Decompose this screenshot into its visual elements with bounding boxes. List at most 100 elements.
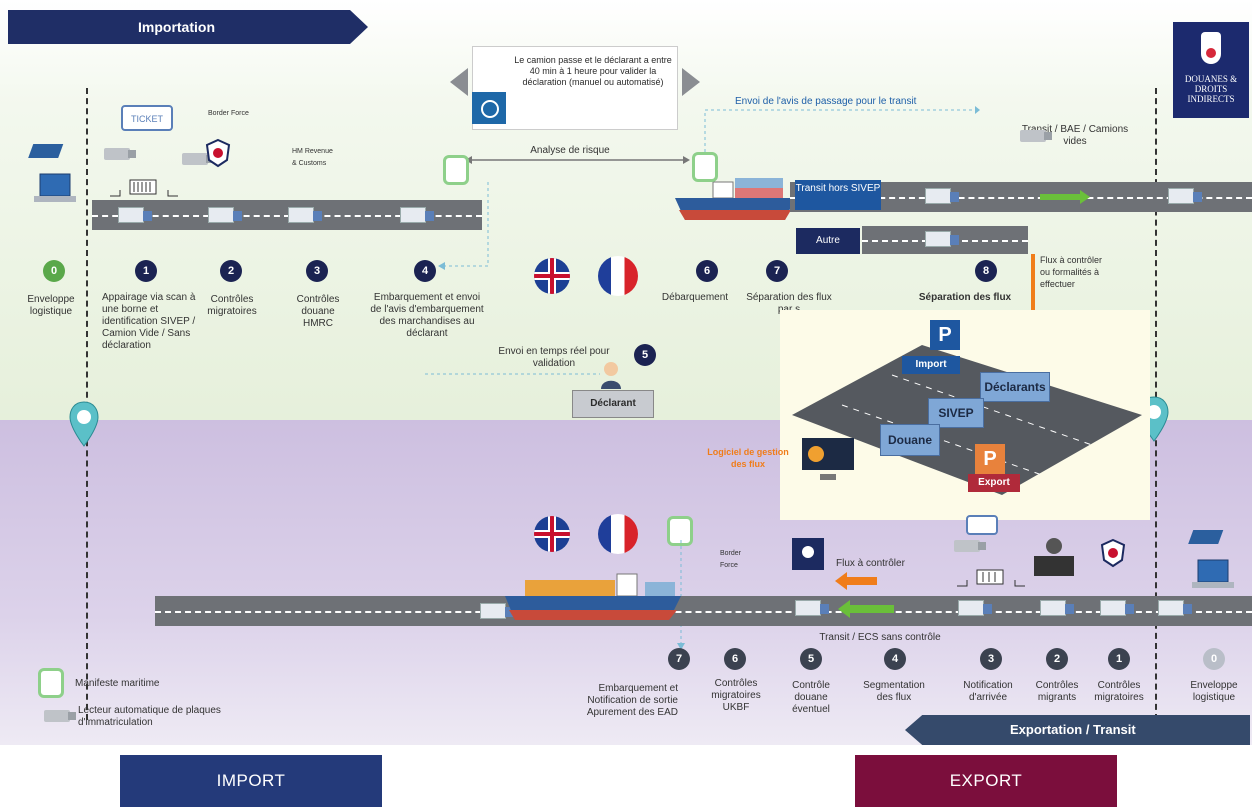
hmrc-label: HM Revenue & Customs <box>292 148 333 167</box>
cargo-ship-bottom-icon <box>505 573 681 620</box>
parking-p-export-icon: P <box>975 444 1005 474</box>
police-badge-icon <box>205 138 231 168</box>
douane-building: Douane <box>880 424 940 456</box>
truck <box>288 207 322 225</box>
cargo-ship-top-icon <box>675 178 795 220</box>
manifeste-maritime-label: Manifeste maritime <box>75 678 160 689</box>
manifest-doc-icon <box>667 516 693 546</box>
export-step-0-label: Enveloppe logistique <box>1190 680 1238 703</box>
export-step-1-label: Contrôles migratoires <box>1094 680 1144 703</box>
logiciel-label: Logiciel de gestion des flux <box>707 447 789 469</box>
republic-emblem-icon <box>1201 32 1221 64</box>
export-step-4-label: Segmentation des flux <box>863 680 925 703</box>
step-7-label: Séparation des flux par s <box>746 292 832 315</box>
hmrc-crest-icon <box>792 538 824 570</box>
truck <box>958 600 992 618</box>
truck <box>1040 600 1074 618</box>
manifest-doc-icon <box>692 152 718 182</box>
step-7-badge: 7 <box>766 260 788 282</box>
uk-flag-icon <box>534 258 570 294</box>
importation-banner: Importation <box>8 10 368 44</box>
truck <box>1158 600 1192 618</box>
step-3-label: Contrôles douane HMRC <box>296 294 340 329</box>
france-flag-icon <box>598 256 638 296</box>
step-0-label: Enveloppe logistique <box>27 294 75 317</box>
step-6-label: Débarquement <box>661 292 729 303</box>
transit-bae-label: Transit / BAE / Camions vides <box>1021 124 1129 147</box>
exportation-transit-banner: Exportation / Transit <box>905 715 1250 745</box>
manifest-dashed-down-icon <box>677 540 685 650</box>
scanner-barcode-icon <box>110 179 178 197</box>
step-4-badge: 4 <box>414 260 436 282</box>
step-6-badge: 6 <box>696 260 718 282</box>
port-pin-left-icon <box>69 401 99 447</box>
validation-dashed-line-icon <box>425 373 600 375</box>
douanes-logo: DOUANES & DROITS INDIRECTS <box>1173 22 1249 118</box>
laptop-icon <box>1188 530 1234 588</box>
truck <box>480 603 514 621</box>
step-4-label: Embarquement et envoi de l'avis d'embarq… <box>370 292 484 339</box>
border-force-label: Border Force <box>208 110 249 117</box>
import-parking-tag: Import <box>902 356 960 374</box>
export-step-7-label: Embarquement et Notification de sortie A… <box>586 683 678 718</box>
border-line-right-top <box>1155 88 1157 418</box>
police-badge-icon <box>1100 538 1126 568</box>
step-1-label: Appairage via scan à une borne et identi… <box>102 292 196 351</box>
export-step-4-badge: 4 <box>884 648 906 670</box>
step-5-label: Envoi en temps réel pour validation <box>498 346 610 369</box>
export-step-3-badge: 3 <box>980 648 1002 670</box>
scanner-barcode-icon <box>957 569 1025 587</box>
border-force-bottom-label: Border Force <box>720 550 742 569</box>
camera-icon <box>954 540 986 552</box>
sivep-building: SIVEP <box>928 398 984 428</box>
camera-icon <box>1020 130 1052 142</box>
green-arrow-right-icon <box>1040 190 1090 204</box>
export-step-0-badge: 0 <box>1203 648 1225 670</box>
truck <box>400 207 434 225</box>
declarants-building: Déclarants <box>980 372 1050 402</box>
export-step-2-label: Contrôles migrants <box>1035 680 1079 703</box>
truck <box>795 600 829 618</box>
uk-flag-icon <box>534 516 570 552</box>
transit-ecs-label: Transit / ECS sans contrôle <box>819 632 941 643</box>
ticket-icon: TICKET <box>121 105 173 131</box>
envoi-avis-dashed-arrow-icon <box>704 106 980 158</box>
declarant-box: Déclarant <box>572 390 654 418</box>
border-line-left-bottom <box>86 420 88 720</box>
border-line-left-top <box>86 88 88 418</box>
clock-icon <box>472 92 506 124</box>
export-step-1-badge: 1 <box>1108 648 1130 670</box>
export-step-3-label: Notification d'arrivée <box>963 680 1013 703</box>
truck <box>1100 600 1134 618</box>
parking-p-import-icon: P <box>930 320 960 350</box>
customs-officer-icon <box>1034 538 1074 576</box>
import-button[interactable]: IMPORT <box>120 755 382 807</box>
border-line-right-bottom <box>1155 420 1157 720</box>
declarant-person-icon <box>601 362 621 389</box>
transit-hors-sivep-tag: Transit hors SIVEP <box>795 180 881 210</box>
double-arrow-gray-icon <box>450 68 700 96</box>
france-flag-icon <box>598 514 638 554</box>
logo-text: DOUANES & DROITS INDIRECTS <box>1184 74 1238 104</box>
step-0-badge: 0 <box>43 260 65 282</box>
export-step-5-badge: 5 <box>800 648 822 670</box>
step-2-badge: 2 <box>220 260 242 282</box>
svg-text:TICKET: TICKET <box>131 114 164 124</box>
step-1-badge: 1 <box>135 260 157 282</box>
export-button[interactable]: EXPORT <box>855 755 1117 807</box>
ticket-icon <box>966 515 998 535</box>
export-step-6-badge: 6 <box>724 648 746 670</box>
export-step-5-label: Contrôle douane éventuel <box>792 680 830 715</box>
truck <box>118 207 152 225</box>
step-8-badge: 8 <box>975 260 997 282</box>
flux-a-controler-bottom-label: Flux à contrôler <box>836 558 905 569</box>
manifest-legend-icon <box>38 668 64 698</box>
monitor-icon <box>802 438 854 480</box>
export-parking-tag: Export <box>968 474 1020 492</box>
analyse-risque-arrow-icon <box>465 156 690 164</box>
laptop-icon <box>28 144 76 202</box>
export-road <box>155 596 1252 626</box>
step-8-label: Séparation des flux <box>918 292 1012 303</box>
envoi-avis-label: Envoi de l'avis de passage pour le trans… <box>735 96 917 107</box>
autre-tag: Autre <box>796 228 860 254</box>
